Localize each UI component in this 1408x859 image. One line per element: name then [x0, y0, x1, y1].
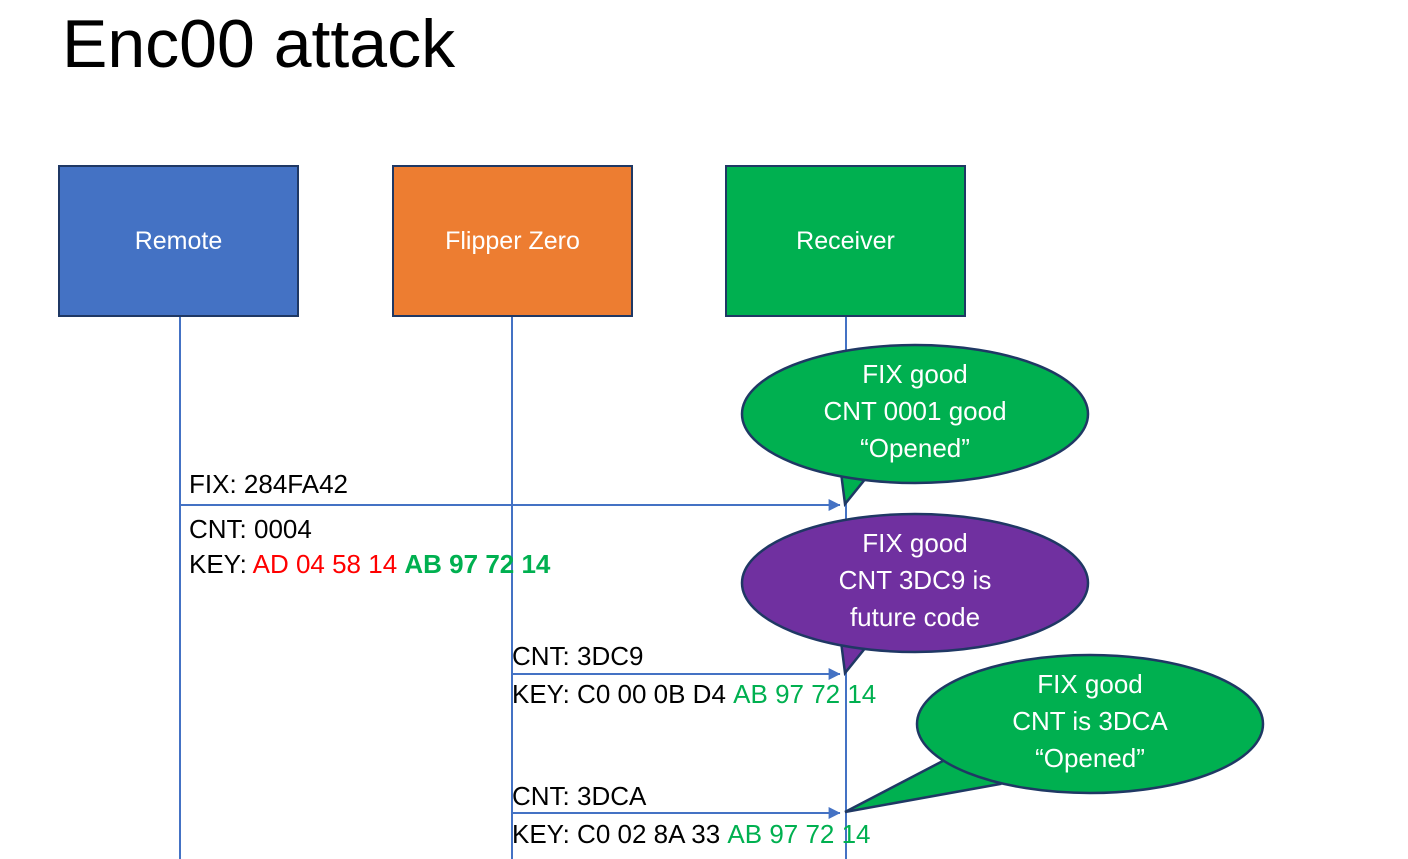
actor-label-flipper: Flipper Zero: [445, 227, 580, 255]
callout-2-line-3: future code: [849, 602, 981, 632]
message-3-key-first: C0 02 8A 33: [577, 819, 721, 849]
message-1-key-label: KEY: AD 04 58 14 AB 97 72 14: [189, 548, 550, 581]
message-3-key-prefix: KEY:: [512, 819, 578, 849]
actor-box-remote[interactable]: Remote: [58, 165, 299, 317]
message-1-key-second: AB 97 72 14: [404, 549, 551, 579]
page-title: Enc00 attack: [62, 6, 456, 82]
message-3-cnt-label: CNT: 3DCA: [512, 781, 647, 811]
callout-3-line-2: CNT is 3DCA: [1012, 706, 1168, 736]
callout-2-line-2: CNT 3DC9 is: [838, 565, 992, 595]
actor-label-remote: Remote: [134, 227, 223, 255]
actor-box-receiver[interactable]: Receiver: [725, 165, 966, 317]
message-3-key-label: KEY: C0 02 8A 33 AB 97 72 14: [512, 818, 871, 851]
callout-3-line-1: FIX good: [1037, 669, 1143, 699]
callout-2-text: FIX good CNT 3DC9 is future code: [790, 525, 1040, 636]
callout-1-line-2: CNT 0001 good: [823, 396, 1007, 426]
message-1-fix-label: FIX: 284FA42: [189, 469, 348, 499]
callout-1-line-1: FIX good: [862, 359, 968, 389]
callout-2-line-1: FIX good: [862, 528, 968, 558]
callout-3-line-3: “Opened”: [1035, 743, 1145, 773]
message-2-key-first: C0 00 0B D4: [577, 679, 726, 709]
message-3-key-second: AB 97 72 14: [727, 819, 871, 849]
message-2-key-label: KEY: C0 00 0B D4 AB 97 72 14: [512, 678, 876, 711]
message-2-cnt-label: CNT: 3DC9: [512, 641, 644, 671]
callout-1-text: FIX good CNT 0001 good “Opened”: [790, 356, 1040, 467]
message-2-key-prefix: KEY:: [512, 679, 578, 709]
message-1-key-prefix: KEY:: [189, 549, 253, 579]
actor-box-flipper[interactable]: Flipper Zero: [392, 165, 633, 317]
message-2-key-second: AB 97 72 14: [733, 679, 877, 709]
message-1-key-first: AD 04 58 14: [252, 549, 398, 579]
callout-1-line-3: “Opened”: [860, 433, 970, 463]
message-1-cnt-label: CNT: 0004: [189, 514, 312, 544]
actor-label-receiver: Receiver: [796, 227, 895, 255]
callout-3-text: FIX good CNT is 3DCA “Opened”: [965, 666, 1215, 777]
